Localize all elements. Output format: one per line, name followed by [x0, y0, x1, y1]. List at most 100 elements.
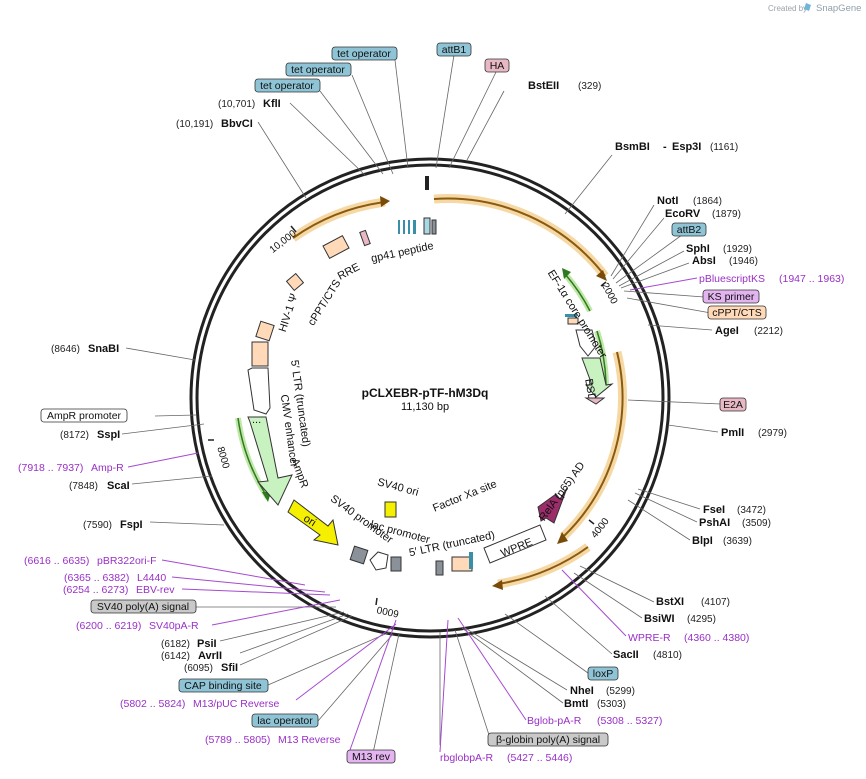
primer-labels: pBluescriptKS (1947 .. 1963) WPRE-R (436… — [18, 273, 844, 764]
enzyme-bsteii[interactable]: BstEII — [528, 80, 559, 92]
box-tet-operator-1[interactable] — [331, 46, 398, 61]
box-ampr-promoter[interactable] — [40, 408, 128, 423]
primer-m13-puc-reverse[interactable]: M13/pUC Reverse — [193, 698, 280, 710]
primer-pbluescriptks[interactable]: pBluescriptKS — [699, 273, 765, 285]
boxed-labels: tet operator tet operator tet operator a… — [40, 42, 767, 764]
feature-tet-op-2 — [403, 220, 405, 234]
green-arc-ampr-line — [237, 417, 269, 499]
enzyme-labels: BstEII (329) BsmBI - Esp3I (1161) NotI (… — [51, 80, 787, 710]
enzyme-snabi[interactable]: SnaBI — [88, 343, 119, 355]
enzyme-bbvci[interactable]: BbvCI — [221, 118, 253, 130]
enzyme-sspi-pos: (8172) — [60, 430, 89, 441]
enzyme-fspi[interactable]: FspI — [120, 519, 143, 531]
enzyme-psii-pos: (6182) — [161, 639, 190, 650]
enzyme-fsei-pos: (3472) — [737, 505, 766, 516]
enzyme-avrii-pos: (6142) — [161, 651, 190, 662]
enzyme-bstxi[interactable]: BstXI — [656, 596, 684, 608]
enzyme-nhei-pos: (5299) — [606, 686, 635, 697]
box-sv40-polya[interactable] — [90, 599, 197, 614]
backbone-inner — [195, 163, 665, 633]
box-loxp[interactable] — [587, 666, 619, 681]
primer-amp-r[interactable]: Amp-R — [91, 462, 124, 474]
enzyme-sphi-pos: (1929) — [723, 244, 752, 255]
ampr-dots: ... — [252, 414, 261, 426]
brand-snapgene: SnapGene — [816, 3, 861, 14]
enzyme-nhei[interactable]: NheI — [570, 685, 594, 697]
enzyme-pshai-pos: (3509) — [742, 518, 771, 529]
orf-arc-top-arrow — [596, 270, 607, 281]
primer-rbglobpa-r[interactable]: rbglobpA-R — [440, 752, 494, 764]
feature-rela — [537, 487, 568, 524]
feature-lac-promoter — [390, 556, 402, 572]
box-cap-binding-site[interactable] — [178, 678, 269, 693]
enzyme-bmti[interactable]: BmtI — [564, 698, 588, 710]
tick-8000: 8000 — [214, 446, 231, 471]
primer-wpre-r[interactable]: WPRE-R — [628, 632, 671, 644]
enzyme-absi[interactable]: AbsI — [692, 255, 716, 267]
box-e2a[interactable] — [719, 397, 747, 412]
primer-l4440[interactable]: L4440 — [137, 572, 166, 584]
enzyme-blpi[interactable]: BlpI — [692, 535, 713, 547]
tick-4000: 4000 — [589, 516, 612, 541]
primer-rbglobpa-r-range: (5427 .. 5446) — [507, 752, 572, 764]
primer-ebv-rev-range: (6254 .. 6273) — [63, 584, 128, 596]
tick-10000-mark — [290, 225, 297, 233]
box-bglobin-polya[interactable] — [487, 732, 609, 747]
brand-created-by: Created by — [768, 4, 807, 13]
box-m13-rev[interactable] — [346, 749, 396, 764]
green-arc-ef1a-arrow — [562, 268, 571, 279]
enzyme-agei[interactable]: AgeI — [715, 325, 739, 337]
box-ks-primer-label: KS primer — [708, 291, 755, 303]
box-ha-label: HA — [490, 60, 505, 72]
enzyme-sfii[interactable]: SfiI — [221, 662, 238, 674]
primer-pbr322ori-f[interactable]: pBR322ori-F — [97, 555, 157, 567]
orf-arc-right-arrow — [557, 532, 568, 544]
enzyme-scai[interactable]: ScaI — [107, 480, 130, 492]
enzyme-sacii[interactable]: SacII — [613, 649, 639, 661]
enzyme-noti[interactable]: NotI — [657, 195, 678, 207]
box-lac-operator[interactable] — [251, 713, 319, 728]
enzyme-sphi[interactable]: SphI — [686, 243, 710, 255]
enzyme-pmli[interactable]: PmlI — [721, 427, 744, 439]
enzyme-sacii-pos: (4810) — [653, 650, 682, 661]
enzyme-fsei[interactable]: FseI — [703, 504, 725, 516]
primer-pbr322ori-f-range: (6616 .. 6635) — [24, 555, 89, 567]
label-gp41-peptide: gp41 peptide — [370, 240, 435, 265]
box-attb2[interactable] — [671, 222, 707, 237]
enzyme-psii[interactable]: PsiI — [197, 638, 217, 650]
feature-ef1a-promoter — [575, 329, 597, 357]
enzyme-avrii[interactable]: AvrII — [198, 650, 222, 662]
enzyme-ecorv[interactable]: EcoRV — [665, 208, 701, 220]
box-ks-primer[interactable] — [702, 289, 760, 304]
leader-lines — [121, 54, 722, 754]
enzyme-esp3i[interactable]: Esp3I — [672, 141, 701, 153]
primer-wpre-r-range: (4360 .. 4380) — [684, 632, 749, 644]
box-cppt-cts-right[interactable] — [707, 305, 767, 320]
enzyme-scai-pos: (7848) — [69, 481, 98, 492]
feature-ha — [423, 217, 431, 235]
enzyme-kfli[interactable]: KflI — [263, 98, 281, 110]
box-loxp-label: loxP — [593, 668, 613, 680]
primer-m13-reverse-range: (5789 .. 5805) — [205, 734, 270, 746]
enzyme-bsiwi[interactable]: BsiWI — [644, 613, 675, 625]
label-factor-xa: Factor Xa site — [431, 478, 498, 515]
box-tet-operator-2[interactable] — [285, 62, 352, 77]
enzyme-bsmbi[interactable]: BsmBI — [615, 141, 650, 153]
box-tet-operator-3[interactable] — [254, 78, 321, 93]
snapgene-logo-icon — [804, 3, 811, 11]
orf-arc-left-line — [292, 201, 386, 239]
backbone-outer — [189, 157, 671, 639]
primer-ebv-rev[interactable]: EBV-rev — [136, 584, 175, 596]
feature-sv40-polya — [349, 545, 369, 565]
tick-6000: 6000 — [375, 603, 399, 618]
feature-bglobin-polya — [435, 560, 444, 576]
primer-bglob-pa-r[interactable]: Bglob-pA-R — [527, 715, 582, 727]
box-ha[interactable] — [484, 58, 510, 73]
enzyme-pshai[interactable]: PshAI — [699, 517, 730, 529]
feature-5ltr-left — [251, 341, 269, 367]
box-attb1[interactable] — [436, 42, 472, 57]
enzyme-sspi[interactable]: SspI — [97, 429, 120, 441]
primer-m13-reverse[interactable]: M13 Reverse — [278, 734, 341, 746]
primer-sv40pa-r[interactable]: SV40pA-R — [149, 620, 199, 632]
